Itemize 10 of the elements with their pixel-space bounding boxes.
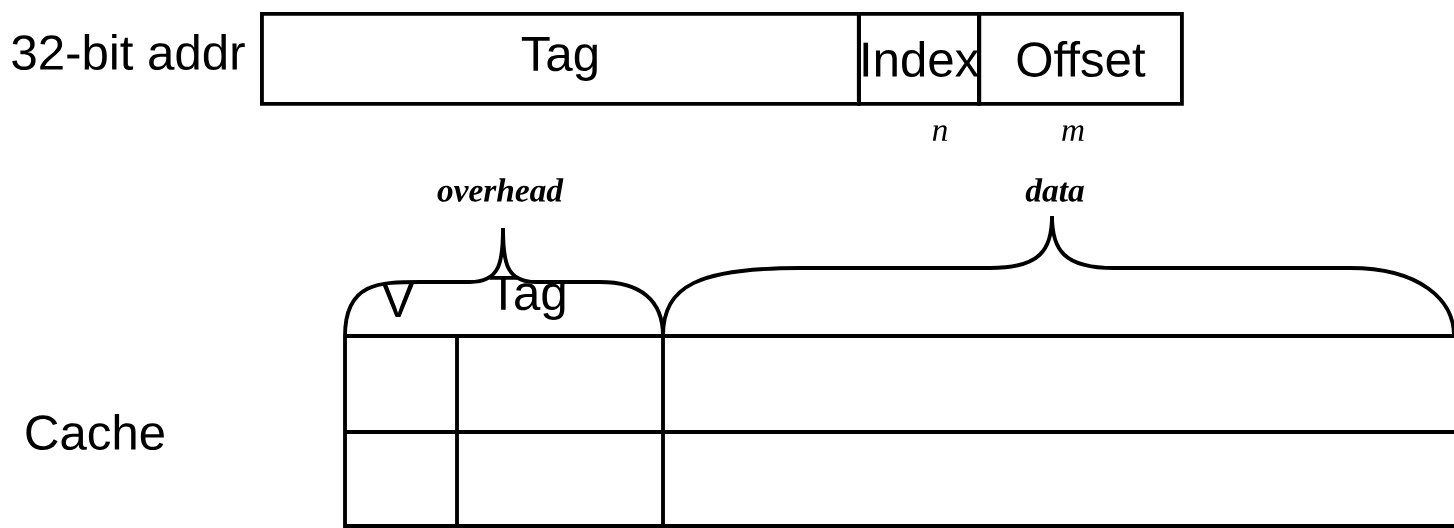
column-header: V [381,283,415,317]
brace-label: data [1025,178,1084,202]
brace-label: overhead [437,178,564,202]
bit-count: m [1062,125,1084,141]
bit-count: n [932,125,947,141]
column-header: Tag [489,276,565,320]
address-field: Offset [977,12,1184,106]
address-field: Tag [260,12,861,106]
row-label: Cache [26,413,164,451]
address-field: Index [857,12,982,106]
